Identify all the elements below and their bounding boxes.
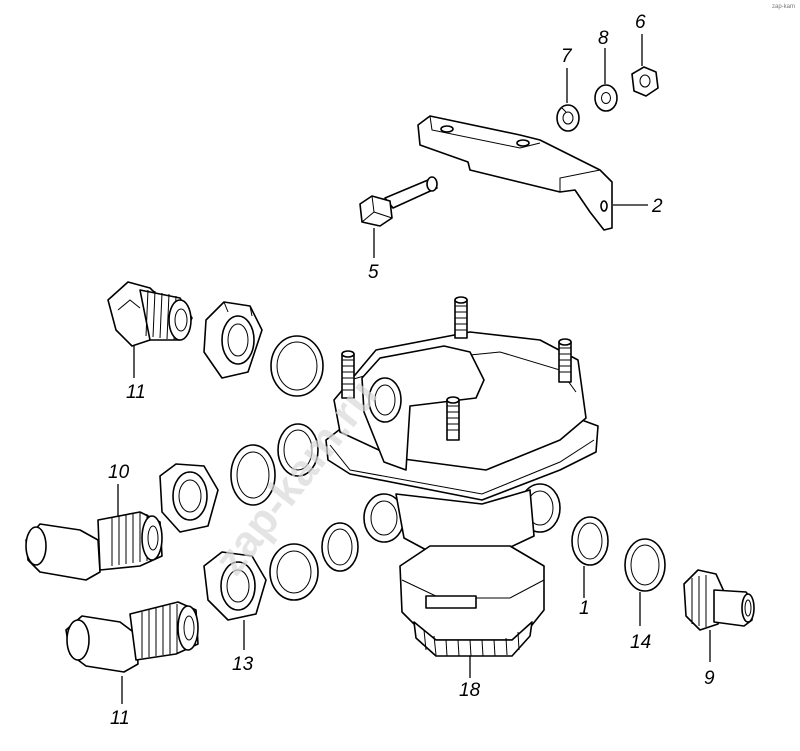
part-11-elbow-fitting-top (107, 281, 193, 347)
part-6-nut (631, 66, 659, 97)
callout-9: 9 (704, 668, 715, 689)
part-14-sealing-ring (624, 538, 666, 592)
part-7-spring-washer (556, 104, 580, 132)
stud-c (558, 338, 572, 383)
callout-8: 8 (598, 28, 609, 49)
stud-b (341, 350, 355, 399)
part-1-sealing-ring (571, 516, 609, 566)
nut-top-left (203, 301, 263, 379)
callout-11-top: 11 (126, 382, 146, 403)
sealing-ring-mid-b (277, 423, 319, 477)
sealing-ring-top (270, 335, 324, 397)
callout-6: 6 (635, 12, 646, 33)
part-2-bracket (417, 115, 613, 231)
part-11-elbow-fitting-bottom (65, 601, 199, 673)
stud-d (446, 396, 460, 441)
sealing-ring-mid-a (230, 444, 276, 506)
stud-a (454, 296, 468, 339)
callout-11-bottom: 11 (110, 708, 130, 729)
part-18-valve (325, 296, 599, 657)
nut-mid-left (159, 463, 219, 533)
callout-1: 1 (579, 598, 590, 619)
part-8-washer (594, 84, 618, 112)
callout-10: 10 (108, 462, 130, 483)
callout-18: 18 (459, 680, 481, 701)
part-5-bolt (359, 176, 438, 227)
callout-5: 5 (368, 262, 379, 283)
callout-7: 7 (561, 46, 573, 67)
sealing-ring-lower-a (269, 543, 319, 601)
corner-mark: zap-kam (772, 4, 795, 10)
sealing-ring-lower-b (321, 522, 359, 572)
callout-13: 13 (232, 654, 254, 675)
part-9-fitting (683, 569, 755, 631)
callout-14: 14 (630, 632, 651, 653)
part-13-nut (203, 551, 267, 621)
callout-2: 2 (651, 196, 663, 217)
part-10-elbow-fitting (25, 511, 163, 581)
